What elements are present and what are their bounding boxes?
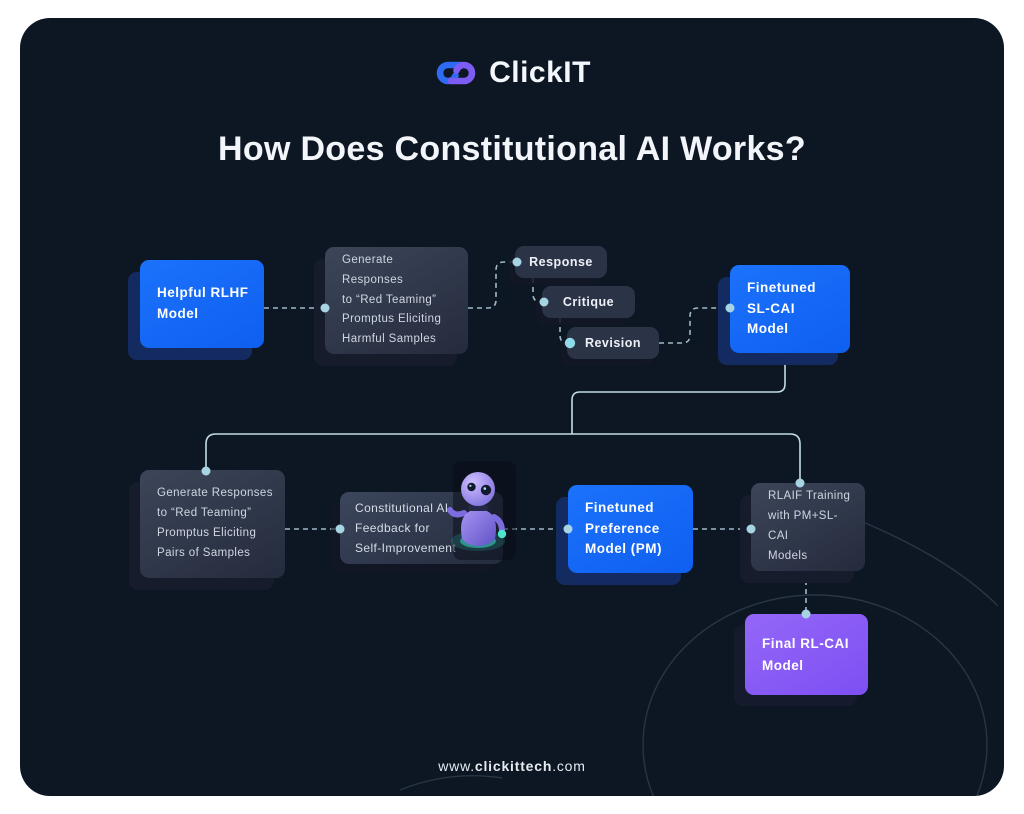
- robot-mascot-icon: [447, 472, 507, 551]
- node-label: Revision: [584, 336, 642, 350]
- node-label: RLAIF Training with PM+SL-CAI Models: [768, 490, 851, 562]
- node-label: Critique: [562, 295, 615, 309]
- page-title: How Does Constitutional AI Works?: [218, 130, 806, 168]
- clickit-logo-icon: [436, 61, 476, 85]
- node-revision: Revision: [567, 327, 659, 359]
- footer-url: www.clickittech.com: [20, 758, 1004, 774]
- node-label: Finetuned SL-CAI Model: [747, 279, 816, 337]
- node-label: Finetuned Preference Model (PM): [585, 499, 662, 557]
- connector-slcai-drop: [571, 353, 786, 434]
- decorative-arc: [857, 519, 999, 607]
- brand-header: ClickIT: [20, 56, 1004, 90]
- node-final-rl-cai-model: Final RL-CAI Model: [745, 614, 868, 695]
- connector-revision-to-slcai: [659, 307, 726, 344]
- decorative-arc: [399, 775, 503, 791]
- node-label: Response: [529, 255, 593, 269]
- node-helpful-rlhf-model: Helpful RLHF Model: [140, 260, 264, 348]
- node-response: Response: [515, 246, 607, 278]
- footer-url-domain: clickittech: [474, 758, 553, 774]
- node-label: Helpful RLHF Model: [157, 285, 249, 321]
- node-critique: Critique: [542, 286, 635, 318]
- brand-name: ClickIT: [489, 56, 591, 89]
- node-rlaif-training: RLAIF Training with PM+SL-CAI Models: [751, 483, 865, 571]
- node-finetuned-preference-model: Finetuned Preference Model (PM): [568, 485, 693, 573]
- footer-url-www: www.: [438, 758, 475, 774]
- node-label: Generate Responses to “Red Teaming” Prom…: [157, 487, 273, 559]
- node-label: Constitutional AI Feedback for Self-Impr…: [355, 500, 457, 556]
- connector-critique-to-revision: [559, 318, 568, 344]
- node-label: Generate Responses to “Red Teaming” Prom…: [342, 254, 442, 346]
- node-generate-harmful-samples: Generate Responses to “Red Teaming” Prom…: [325, 247, 468, 354]
- infographic-canvas: ClickIT How Does Constitutional AI Works…: [20, 18, 1004, 796]
- connector-response-to-critique: [532, 278, 542, 303]
- footer-url-tld: .com: [552, 758, 586, 774]
- node-finetuned-sl-cai-model: Finetuned SL-CAI Model: [730, 265, 850, 353]
- connector-generate-to-response: [468, 261, 513, 309]
- node-label: Final RL-CAI Model: [762, 635, 849, 673]
- node-generate-pairs-samples: Generate Responses to “Red Teaming” Prom…: [140, 470, 285, 578]
